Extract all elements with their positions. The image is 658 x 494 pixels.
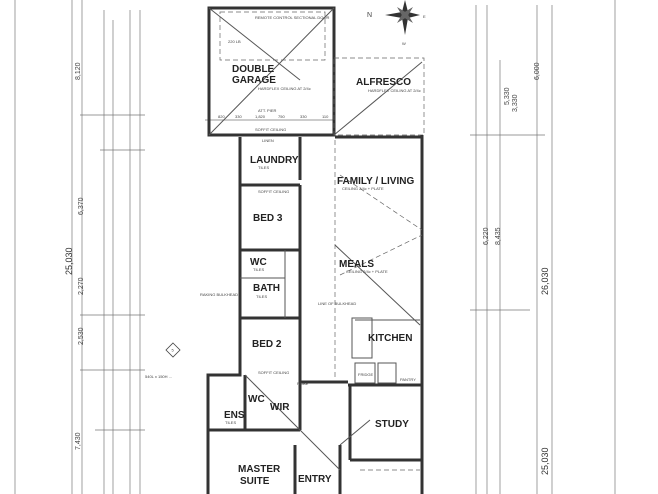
dim-label: 110 — [322, 114, 329, 119]
dim-label: 2,530 — [78, 327, 85, 345]
dim-label: 220 LB — [228, 39, 241, 44]
top-dimensions: 220 LB 820 330 1,820 750 330 110 — [205, 39, 335, 121]
dim-label: 330 — [300, 114, 307, 119]
robe-label: ROBE — [297, 381, 309, 386]
soffit-note: SOFFIT CEILING — [255, 127, 286, 132]
fridge-label: FRIDGE — [358, 372, 373, 377]
master-suite-label: SUITE — [240, 476, 270, 487]
meals-label: MEALS — [339, 259, 374, 270]
room-labels: LAUNDRY TILES LINEN FAMILY / LIVING CEIL… — [145, 138, 416, 487]
left-dimension-labels: 8,120 6,370 25,030 2,270 2,530 7,430 — [64, 62, 85, 450]
laundry-label: LAUNDRY — [250, 155, 299, 166]
dim-label: 6,000 — [534, 62, 541, 80]
garage-note: HARDFLEX CEILING AT 2/4c — [258, 86, 311, 91]
ens-note: TILES — [225, 420, 236, 425]
bulkhead-note: LINE OF BULKHEAD — [318, 301, 356, 306]
soffit-note: SOFFIT CEILING — [258, 370, 289, 375]
garage-label: GARAGE — [232, 75, 276, 86]
dim-label: 8,120 — [75, 62, 82, 80]
dim-label: 330 — [235, 114, 242, 119]
bath-note: TILES — [256, 294, 267, 299]
compass-north: N — [367, 12, 372, 19]
ens-label: ENS — [224, 410, 245, 421]
bed2-label: BED 2 — [252, 339, 282, 350]
dim-label: 1,820 — [255, 114, 266, 119]
dim-label: 750 — [278, 114, 285, 119]
garage: REMOTE CONTROL SECTIONAL DOOR DOUBLE GAR… — [207, 6, 336, 137]
bed3-label: BED 3 — [253, 213, 283, 224]
marker-label: 5 — [172, 348, 175, 353]
wc-note: TILES — [253, 267, 264, 272]
wc-label: WC — [250, 257, 267, 268]
wir-label: WIR — [270, 402, 290, 413]
section-marker: 5 — [165, 342, 181, 358]
remote-door-note: REMOTE CONTROL SECTIONAL DOOR — [255, 15, 329, 20]
dim-label: 25,030 — [540, 447, 550, 475]
family-note: CEILING 2/4c + PLATE — [342, 186, 384, 191]
compass-rose-icon: N E W — [367, 0, 426, 46]
raking-note: RAKING BULKHEAD — [200, 292, 238, 297]
alfresco-label: ALFRESCO — [356, 77, 411, 88]
soffit-note: SOFFIT CEILING — [258, 189, 289, 194]
alfresco: ALFRESCO HARDFLEX CEILING AT 2/4c — [333, 57, 425, 136]
entry-label: ENTRY — [298, 474, 332, 485]
right-dimension-lines — [470, 0, 616, 494]
att-pier-note: ATT. PIER — [258, 108, 276, 113]
dim-label: 3,330 — [512, 94, 519, 112]
dim-label: 8,435 — [495, 227, 502, 245]
family-living-label: FAMILY / LIVING — [337, 176, 414, 187]
bath-label: BATH — [253, 283, 280, 294]
alfresco-note: HARDFLEX CEILING AT 2/4c — [368, 88, 421, 93]
dim-label: 6,370 — [78, 197, 85, 215]
right-dimension-labels: 6,000 5,330 3,330 8,435 6,220 26,030 25,… — [483, 62, 550, 475]
master-suite-label: MASTER — [238, 464, 281, 475]
left-dimension-lines — [14, 0, 145, 494]
kitchen-label: KITCHEN — [368, 333, 412, 344]
dim-label: 25,030 — [64, 247, 74, 275]
dim-label: 5,330 — [504, 87, 511, 105]
wc-label: WC — [248, 394, 265, 405]
dim-label: 6,220 — [483, 227, 490, 245]
laundry-note: TILES — [258, 165, 269, 170]
pantry-label: PANTRY — [400, 377, 416, 382]
meals-note: CEILING 2/4c + PLATE — [346, 269, 388, 274]
garage-label: DOUBLE — [232, 64, 275, 75]
study-label: STUDY — [375, 419, 409, 430]
dim-label: 26,030 — [540, 267, 550, 295]
wall-note: 540L x 150H ... — [145, 374, 172, 379]
dim-label: 7,430 — [75, 432, 82, 450]
dim-label: 2,270 — [78, 277, 85, 295]
compass-west: W — [402, 41, 406, 46]
house-walls — [206, 135, 424, 494]
linen-label: LINEN — [262, 138, 274, 143]
dim-label: 820 — [218, 114, 225, 119]
compass-east: E — [423, 14, 426, 19]
